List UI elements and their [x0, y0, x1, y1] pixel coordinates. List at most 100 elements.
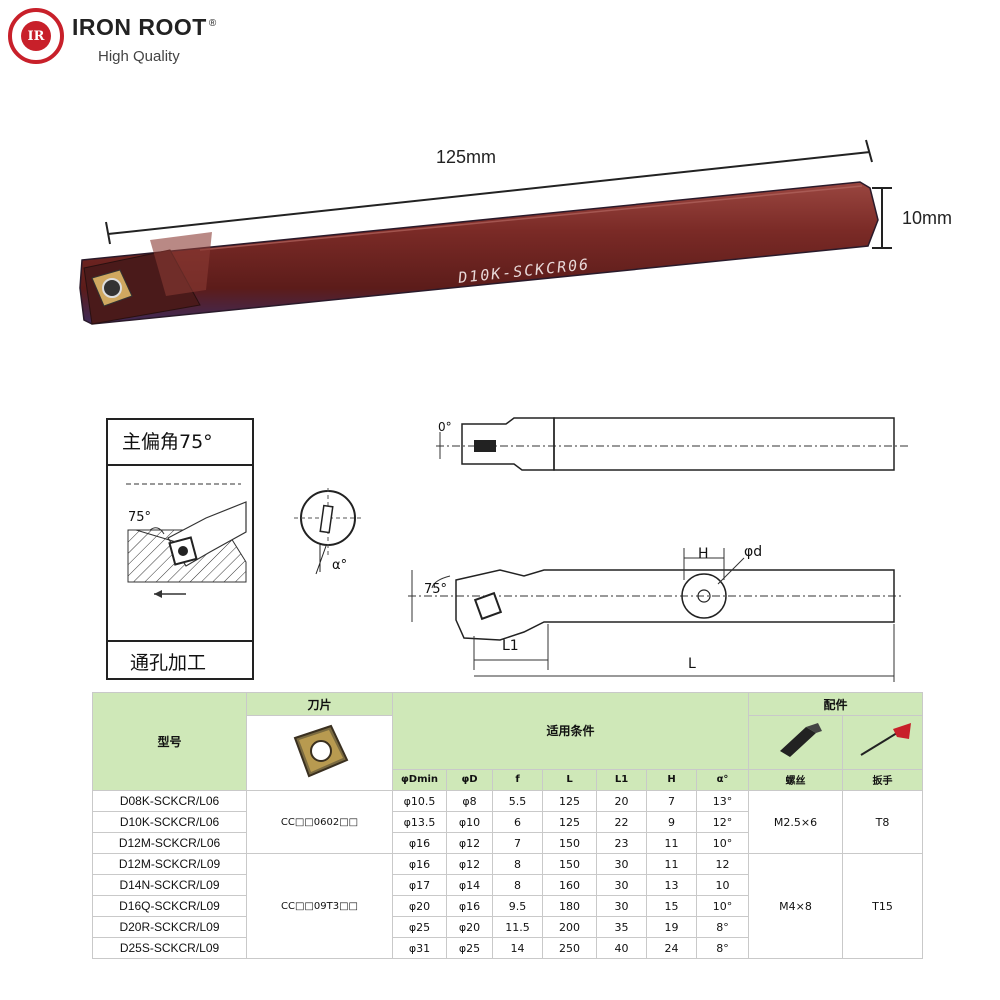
table-row: D25S-SCKCR/L09 φ31 φ25 14 250 40 24 8° — [92, 937, 923, 959]
side-view-drawing — [436, 417, 908, 471]
l1-cell: 35 — [596, 916, 647, 938]
dmin-cell: φ16 — [392, 853, 447, 875]
l-cell: 160 — [542, 874, 597, 896]
l-cell: 200 — [542, 916, 597, 938]
model-cell: D16Q-SCKCR/L09 — [92, 895, 247, 917]
f-cell: 11.5 — [492, 916, 543, 938]
l1-cell: 22 — [596, 811, 647, 833]
clearance-angle-label: α° — [332, 558, 348, 573]
h-cell: 11 — [646, 832, 697, 854]
alpha-cell: 10° — [695, 832, 750, 854]
table-row: D16Q-SCKCR/L09 φ20 φ16 9.5 180 30 15 10° — [92, 895, 923, 917]
clearance-angle-diagram — [294, 488, 362, 575]
dmin-cell: φ31 — [392, 937, 447, 959]
l1-cell: 40 — [596, 937, 647, 959]
f-cell: 7 — [492, 832, 543, 854]
dmin-cell: φ10.5 — [392, 790, 447, 812]
d-cell: φ16 — [446, 895, 493, 917]
model-cell: D20R-SCKCR/L09 — [92, 916, 247, 938]
h-cell: 13 — [646, 874, 697, 896]
wrench-cell: T8 — [842, 790, 924, 854]
h-cell: 7 — [646, 790, 697, 812]
h-cell: 24 — [646, 937, 697, 959]
approach-angle-box: 主偏角75° 通孔加工 — [106, 418, 254, 680]
model-cell: D25S-SCKCR/L09 — [92, 937, 247, 959]
screw-cell: M2.5×6 — [748, 790, 844, 854]
insert-header: 刀片 — [246, 692, 393, 716]
through-hole-label: 通孔加工 — [130, 652, 207, 674]
model-cell: D12M-SCKCR/L09 — [92, 853, 247, 875]
l1-cell: 23 — [596, 832, 647, 854]
top-view-angle-label: 75° — [424, 582, 448, 597]
approach-angle-title: 主偏角75° — [122, 431, 213, 453]
brand-logo: IR — [8, 8, 64, 64]
length-dimension-line — [107, 151, 871, 235]
h-cell: 9 — [646, 811, 697, 833]
d-cell: φ8 — [446, 790, 493, 812]
h-cell: 19 — [646, 916, 697, 938]
l1-cell: 30 — [596, 895, 647, 917]
approach-angle-value: 75° — [128, 510, 152, 525]
l-cell: 250 — [542, 937, 597, 959]
l-cell: 150 — [542, 853, 597, 875]
f-cell: 9.5 — [492, 895, 543, 917]
length-label: 125mm — [436, 147, 497, 167]
brand-tagline: High Quality — [98, 48, 180, 65]
f-cell: 5.5 — [492, 790, 543, 812]
col-h: H — [646, 768, 697, 792]
height-label: H — [698, 546, 709, 562]
wrench-image-cell — [842, 715, 924, 770]
col-l1: L1 — [596, 768, 647, 792]
insert-icon — [293, 724, 348, 777]
model-header: 型号 — [92, 692, 247, 791]
wrench-header: 扳手 — [842, 768, 924, 792]
l1-label: L1 — [502, 638, 519, 654]
col-alpha: α° — [695, 768, 750, 792]
alpha-cell: 8° — [695, 937, 750, 959]
l1-cell: 20 — [596, 790, 647, 812]
alpha-cell: 12° — [695, 811, 750, 833]
l-cell: 125 — [542, 790, 597, 812]
screw-header: 螺丝 — [748, 768, 844, 792]
f-cell: 8 — [492, 874, 543, 896]
h-cell: 15 — [646, 895, 697, 917]
insert-code-cell: CC□□0602□□ — [246, 790, 393, 854]
diameter-label: 10mm — [902, 208, 953, 228]
logo-monogram: IR — [21, 21, 51, 51]
product-photo — [79, 139, 892, 325]
col-l: L — [542, 768, 597, 792]
wrench-icon — [859, 722, 911, 756]
insert-code-cell: CC□□09T3□□ — [246, 853, 393, 959]
l1-cell: 30 — [596, 853, 647, 875]
d-cell: φ14 — [446, 874, 493, 896]
approach-angle-diagram — [126, 483, 247, 598]
screw-cell: M4×8 — [748, 853, 844, 959]
d-cell: φ12 — [446, 832, 493, 854]
d-cell: φ10 — [446, 811, 493, 833]
d-cell: φ25 — [446, 937, 493, 959]
f-cell: 6 — [492, 811, 543, 833]
rake-angle-label: 0° — [438, 420, 452, 434]
screw-icon — [779, 722, 822, 757]
dmin-cell: φ17 — [392, 874, 447, 896]
table-row: D08K-SCKCR/L06 CC□□0602□□ φ10.5 φ8 5.5 1… — [92, 790, 924, 854]
d-cell: φ20 — [446, 916, 493, 938]
l-cell: 125 — [542, 811, 597, 833]
model-cell: D14N-SCKCR/L09 — [92, 874, 247, 896]
dmin-cell: φ13.5 — [392, 811, 447, 833]
wrench-cell: T15 — [842, 853, 924, 959]
l-cell: 150 — [542, 832, 597, 854]
length-l-label: L — [688, 656, 696, 672]
dmin-cell: φ20 — [392, 895, 447, 917]
f-cell: 8 — [492, 853, 543, 875]
alpha-cell: 10° — [695, 895, 750, 917]
model-cell: D08K-SCKCR/L06 — [92, 790, 247, 812]
alpha-cell: 12 — [695, 853, 750, 875]
insert-image-cell — [246, 715, 393, 791]
model-cell: D12M-SCKCR/L06 — [92, 832, 247, 854]
top-view-drawing — [408, 548, 904, 682]
conditions-header: 适用条件 — [391, 692, 750, 770]
screw-image-cell — [748, 715, 844, 770]
table-row: D12M-SCKCR/L09 CC□□09T3□□ φ16 φ12 8 150 … — [92, 853, 924, 959]
alpha-cell: 13° — [695, 790, 750, 812]
